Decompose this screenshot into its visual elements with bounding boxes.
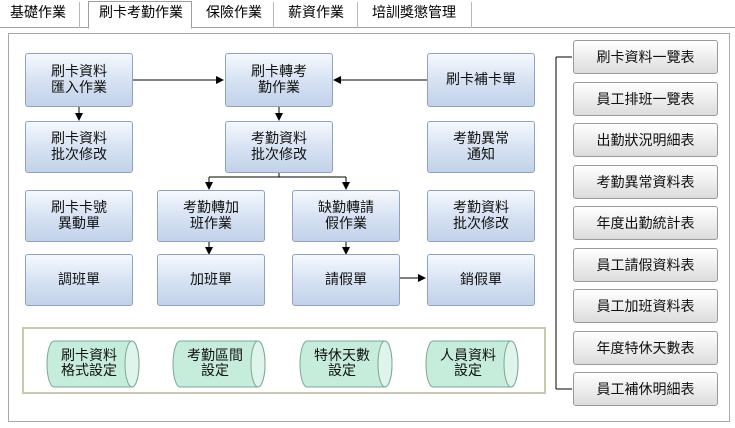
shift-change-button[interactable]: 調班單 <box>25 254 133 306</box>
card-number-change-button[interactable]: 刷卡卡號 異動單 <box>25 190 133 242</box>
tab-card-attendance[interactable]: 刷卡考勤作業 <box>88 1 192 29</box>
card-import-button[interactable]: 刷卡資料 匯入作業 <box>25 53 133 107</box>
card-to-attendance-button[interactable]: 刷卡轉考 勤作業 <box>225 53 333 107</box>
report-comp-leave-detail[interactable]: 員工補休明細表 <box>573 372 718 406</box>
absence-convert-button[interactable]: 缺勤轉請 假作業 <box>292 190 400 242</box>
card-supplement-button[interactable]: 刷卡補卡單 <box>427 53 535 107</box>
tab-insurance[interactable]: 保險作業 <box>196 2 274 28</box>
annual-leave-days-setting-label: 特休天數 設定 <box>314 348 370 379</box>
personnel-data-setting-button[interactable]: 人員資料 設定 <box>425 340 520 388</box>
overtime-form-button[interactable]: 加班單 <box>157 254 265 306</box>
report-card-data-list[interactable]: 刷卡資料一覽表 <box>573 40 718 74</box>
tab-payroll[interactable]: 薪資作業 <box>278 2 358 28</box>
leave-form-button[interactable]: 請假單 <box>292 254 400 306</box>
report-overtime-data[interactable]: 員工加班資料表 <box>573 289 718 323</box>
card-batch-edit-button[interactable]: 刷卡資料 批次修改 <box>25 121 133 173</box>
report-shift-list[interactable]: 員工排班一覽表 <box>573 82 718 116</box>
report-annual-attendance-stats[interactable]: 年度出勤統計表 <box>573 206 718 240</box>
cancel-leave-button[interactable]: 銷假單 <box>427 254 535 306</box>
report-attendance-abnormal[interactable]: 考勤異常資料表 <box>573 165 718 199</box>
overtime-convert-button[interactable]: 考勤轉加 班作業 <box>157 190 265 242</box>
cylinder-icon <box>172 340 266 388</box>
card-format-setting-button[interactable]: 刷卡資料 格式設定 <box>46 340 141 388</box>
report-leave-data[interactable]: 員工請假資料表 <box>573 248 718 282</box>
personnel-data-setting-label: 人員資料 設定 <box>440 348 496 379</box>
settings-frame <box>22 327 546 394</box>
attendance-period-setting-label: 考勤區間 設定 <box>187 348 243 379</box>
card-format-setting-label: 刷卡資料 格式設定 <box>61 348 117 379</box>
report-annual-leave-days[interactable]: 年度特休天數表 <box>573 331 718 365</box>
tab-training[interactable]: 培訓獎懲管理 <box>362 2 472 28</box>
attendance-abnormal-notice-button[interactable]: 考勤異常 通知 <box>427 121 535 173</box>
cylinder-icon <box>46 340 140 388</box>
attendance-batch-edit-button[interactable]: 考勤資料 批次修改 <box>225 121 333 173</box>
tab-bar: 基礎作業 刷卡考勤作業 保險作業 薪資作業 培訓獎懲管理 <box>0 0 735 29</box>
cylinder-icon <box>425 340 519 388</box>
cylinder-icon <box>299 340 393 388</box>
annual-leave-days-setting-button[interactable]: 特休天數 設定 <box>299 340 394 388</box>
attendance-period-setting-button[interactable]: 考勤區間 設定 <box>172 340 267 388</box>
tab-basic[interactable]: 基礎作業 <box>0 2 80 28</box>
report-attendance-detail[interactable]: 出勤狀況明細表 <box>573 123 718 157</box>
attendance-batch-edit-2-button[interactable]: 考勤資料 批次修改 <box>427 190 535 242</box>
